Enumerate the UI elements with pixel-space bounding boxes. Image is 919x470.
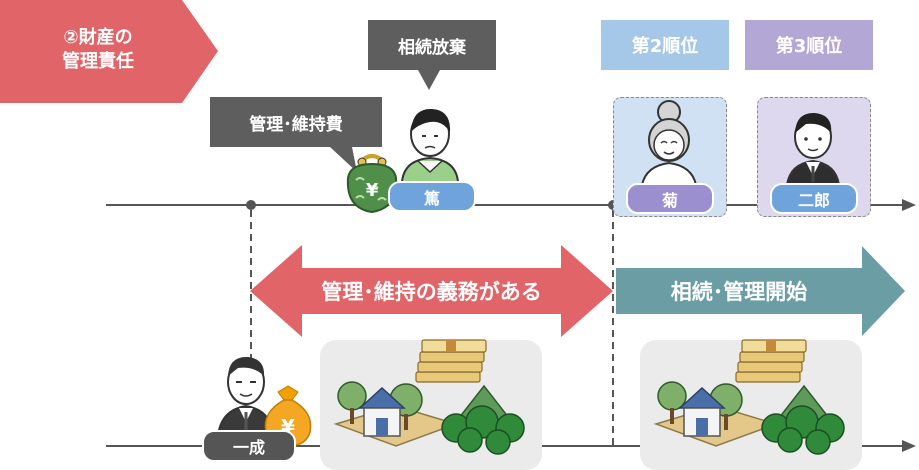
section-title: ②財産の 管理責任 <box>18 26 178 74</box>
event-point-1 <box>246 200 256 210</box>
jiro-avatar <box>785 112 841 186</box>
jiro-name-pill: 二郎 <box>770 183 858 214</box>
top-timeline-arrowhead <box>902 199 916 211</box>
section-chevron <box>0 0 218 103</box>
rank3-tag: 第3順位 <box>745 20 873 70</box>
start-arrow-label: 相続･管理開始 <box>670 280 808 304</box>
kiku-avatar <box>640 100 698 186</box>
kazunari-name-pill: 一成 <box>202 430 296 462</box>
section-title-line1: ②財産の <box>63 27 133 48</box>
kiku-name-pill: 菊 <box>626 183 714 214</box>
assets-illustration-after <box>655 339 845 455</box>
section-title-line2: 管理責任 <box>62 51 134 72</box>
renounce-callout-tail <box>418 70 440 90</box>
rank2-tag: 第2順位 <box>601 20 729 70</box>
assets-illustration-before <box>335 339 525 455</box>
duty-double-arrow <box>250 245 613 337</box>
kazunari-avatar <box>216 356 276 437</box>
wallet-yen-icon: ¥ <box>346 154 398 214</box>
duty-arrow-label: 管理･維持の義務がある <box>321 280 542 304</box>
start-arrow <box>616 246 905 336</box>
atsushi-name-pill: 篤 <box>388 181 476 212</box>
maintenance-cost-tag: 管理･維持費 <box>210 97 382 147</box>
renounce-tag: 相続放棄 <box>368 20 496 70</box>
atsushi-avatar <box>400 108 460 183</box>
maintenance-callout-tail <box>330 147 357 172</box>
bottom-timeline-arrowhead <box>902 440 916 452</box>
wallet-yen-symbol: ¥ <box>366 180 379 201</box>
